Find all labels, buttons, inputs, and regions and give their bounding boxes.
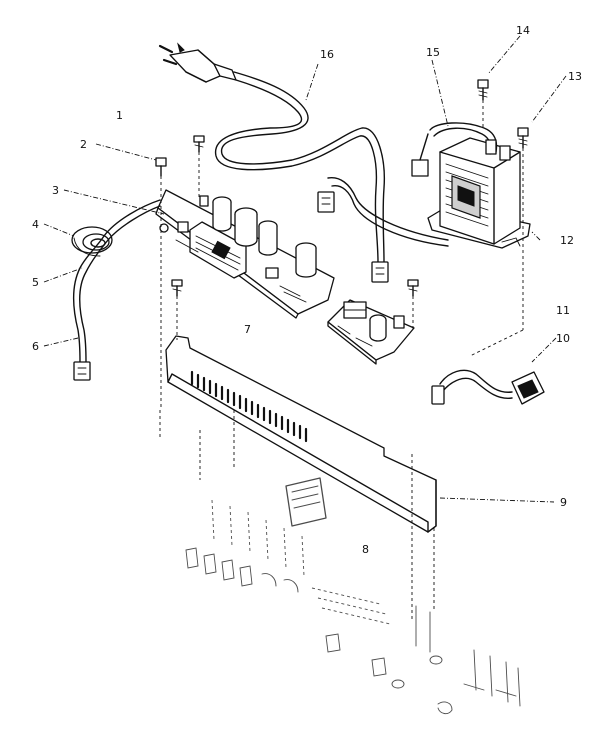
screw-board-top xyxy=(193,135,205,153)
signal-cable xyxy=(73,199,161,381)
assembly-guide-lines xyxy=(159,100,524,620)
callout-8: 8 xyxy=(362,543,369,556)
chassis-panel xyxy=(165,335,437,533)
callout-5: 5 xyxy=(32,276,39,289)
power-switch xyxy=(431,369,545,405)
callout-13: 13 xyxy=(568,70,582,83)
auxiliary-circuit-board xyxy=(327,299,415,365)
power-cord xyxy=(158,42,389,283)
callout-6: 6 xyxy=(32,340,39,353)
callout-1: 1 xyxy=(116,109,123,122)
screw-13 xyxy=(517,127,529,149)
callout-4: 4 xyxy=(32,218,39,231)
transformer xyxy=(411,122,531,249)
wire-harness xyxy=(317,177,449,247)
callout-10: 10 xyxy=(556,332,570,345)
callout-12: 12 xyxy=(560,234,574,247)
callout-9: 9 xyxy=(560,496,567,509)
callout-3: 3 xyxy=(52,184,59,197)
callout-11: 11 xyxy=(556,304,570,317)
switch-assembly xyxy=(185,477,521,715)
vent-slots xyxy=(190,370,308,443)
callout-2: 2 xyxy=(80,138,87,151)
capacitors xyxy=(212,196,317,278)
main-circuit-board xyxy=(155,189,335,319)
callout-15: 15 xyxy=(426,46,440,59)
callout-14: 14 xyxy=(516,24,530,37)
screw-board-bottom xyxy=(171,279,183,297)
callout-leaders xyxy=(43,35,567,503)
screw-switch-board xyxy=(407,279,419,297)
callout-16: 16 xyxy=(320,48,334,61)
callout-7: 7 xyxy=(244,323,251,336)
screw-2 xyxy=(155,157,167,177)
screw-14 xyxy=(477,79,489,101)
callout-labels: 1 2 3 4 5 6 7 8 9 10 11 12 13 14 15 16 xyxy=(32,24,582,556)
ferrite-core xyxy=(71,226,113,257)
